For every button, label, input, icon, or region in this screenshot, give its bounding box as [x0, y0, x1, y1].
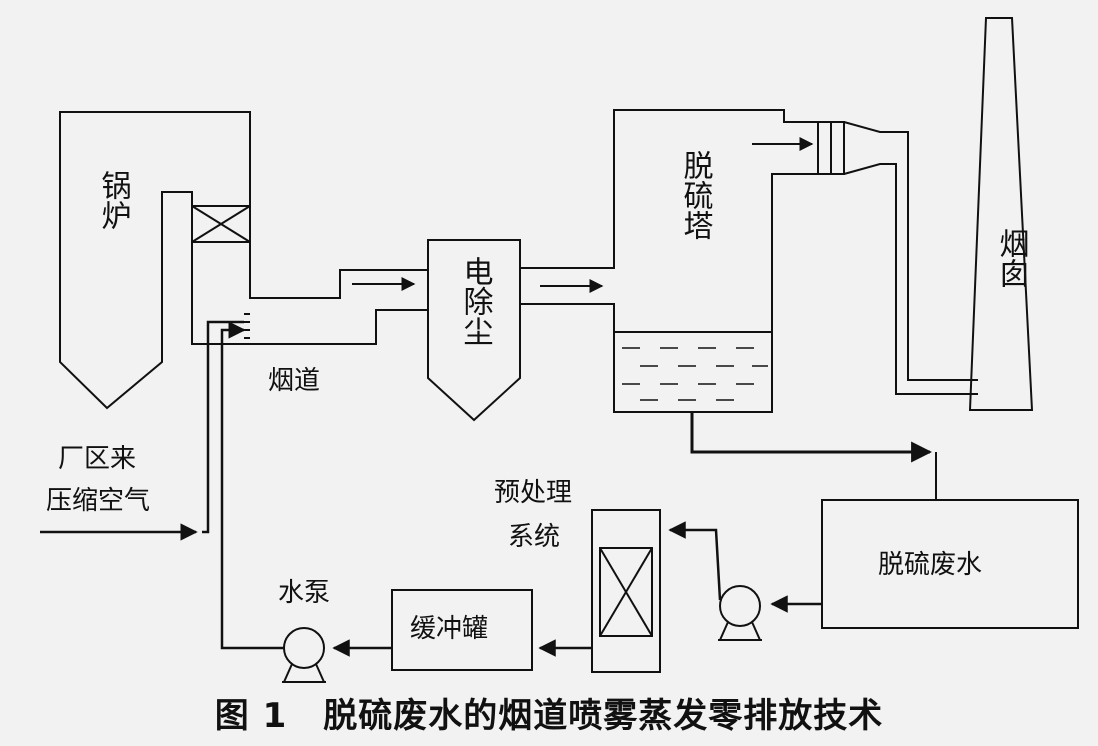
heat-exchanger — [191, 205, 251, 243]
chimney-outline — [968, 17, 1034, 411]
spray-nozzle — [244, 313, 250, 339]
chimney-label: 烟囱 — [993, 228, 1029, 288]
tower-water — [622, 347, 768, 401]
pretreatment-label-line1: 预处理 — [494, 478, 573, 508]
buffer-tank-label: 缓冲罐 — [410, 614, 489, 644]
wastewater-label: 脱硫废水 — [878, 550, 983, 580]
pump-2 — [719, 585, 761, 627]
pretreatment-label-line2: 系统 — [508, 522, 561, 552]
tower-drain-line — [690, 412, 933, 463]
wastewater-box — [821, 499, 1079, 629]
esp-label: 电除尘 — [457, 256, 493, 346]
figure-caption: 图 1 脱硫废水的烟道喷雾蒸发零排放技术 — [0, 688, 1098, 737]
figure-number: 图 1 — [214, 696, 288, 736]
tower-label: 脱硫塔 — [677, 150, 713, 240]
pump-1 — [283, 627, 325, 669]
flue-label: 烟道 — [268, 366, 321, 396]
esp-outline — [427, 239, 521, 422]
boiler-outline — [59, 111, 429, 410]
figure-title: 脱硫废水的烟道喷雾蒸发零排放技术 — [323, 696, 884, 736]
flue-duct — [520, 109, 818, 269]
pump-label: 水泵 — [278, 578, 331, 608]
pretreatment-column — [591, 509, 661, 673]
compressed-air-label-line2: 压缩空气 — [46, 486, 151, 516]
boiler-label: 锅炉 — [95, 170, 131, 230]
compressed-air-label-line1: 厂区来 — [58, 444, 137, 474]
buffer-tank — [391, 589, 533, 671]
